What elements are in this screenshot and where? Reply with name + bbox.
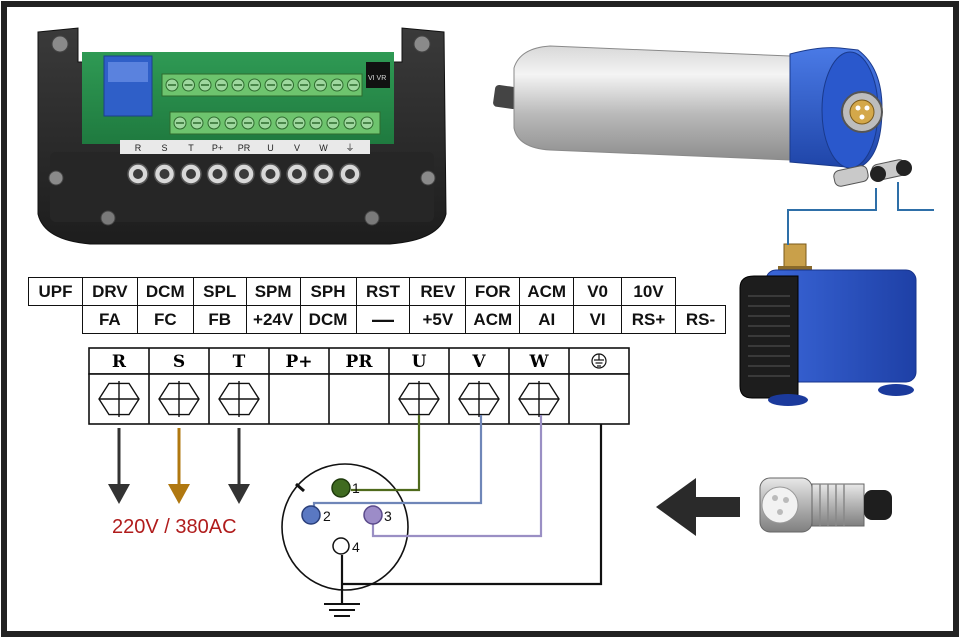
screw-icon bbox=[48, 170, 64, 186]
wire-w bbox=[371, 415, 543, 538]
hex-bolt-terminal-icon bbox=[218, 381, 260, 417]
signal-cell: 10V bbox=[621, 277, 676, 306]
signal-cell: RS- bbox=[674, 305, 727, 334]
hex-bolt-terminal-icon bbox=[458, 381, 500, 417]
pin-label-2: 2 bbox=[323, 508, 331, 524]
wire-ground bbox=[342, 424, 603, 586]
ground-icon bbox=[591, 353, 607, 369]
left-arrow-icon bbox=[656, 478, 740, 536]
motor-connector-diagram bbox=[281, 463, 409, 591]
terminal-label-pr: PR bbox=[346, 352, 374, 372]
screw-icon bbox=[51, 35, 69, 53]
down-arrow-icon bbox=[228, 428, 250, 504]
board-terminal-label: P+ bbox=[212, 143, 223, 153]
screw-icon bbox=[364, 210, 380, 226]
terminal-label-w: W bbox=[528, 352, 549, 372]
board-terminal-label: R bbox=[135, 143, 142, 153]
board-terminal-label: V bbox=[294, 143, 300, 153]
signal-cell: RST bbox=[355, 277, 411, 306]
screw-icon bbox=[413, 35, 431, 53]
terminal-label-t: T bbox=[233, 352, 246, 372]
signal-cell: FC bbox=[136, 305, 194, 334]
hex-bolt-terminal-icon bbox=[98, 381, 140, 417]
signal-cell: DCM bbox=[136, 277, 194, 306]
signal-cell: SPL bbox=[192, 277, 247, 306]
hex-bolt-terminal-icon bbox=[158, 381, 200, 417]
signal-cell: SPM bbox=[245, 277, 301, 306]
down-arrow-icon bbox=[108, 428, 130, 504]
connector-pin-3 bbox=[363, 505, 383, 525]
board-terminal-label: PR bbox=[238, 143, 251, 153]
screw-icon bbox=[100, 210, 116, 226]
pin-label-3: 3 bbox=[384, 508, 392, 524]
screw-icon bbox=[420, 170, 436, 186]
signal-cell: FOR bbox=[465, 277, 521, 306]
signal-terminal-strip-bottom bbox=[169, 111, 381, 135]
signal-cell: FA bbox=[81, 305, 138, 334]
pin-label-4: 4 bbox=[352, 539, 360, 555]
signal-cell: DCM bbox=[299, 305, 357, 334]
hex-bolt-terminal-icon bbox=[518, 381, 560, 417]
board-terminal-label: U bbox=[267, 143, 274, 153]
wire-u bbox=[351, 415, 421, 492]
connector-pin-4 bbox=[332, 537, 350, 555]
signal-cell: ACM bbox=[465, 305, 521, 334]
terminal-label-v: V bbox=[471, 352, 486, 372]
hex-bolt-terminal-icon bbox=[398, 381, 440, 417]
signal-cell: +5V bbox=[409, 305, 467, 334]
signal-row-top: UPF DRV DCM SPL SPM SPH RST REV FOR ACM … bbox=[28, 277, 726, 306]
coolant-hose-out bbox=[897, 182, 934, 211]
connector-pin-1 bbox=[331, 478, 351, 498]
board-terminal-label: T bbox=[188, 143, 194, 153]
signal-cell: ACM bbox=[519, 277, 575, 306]
signal-terminal-table: UPF DRV DCM SPL SPM SPH RST REV FOR ACM … bbox=[28, 277, 727, 334]
signal-row-bottom: FA FC FB +24V DCM — +5V ACM AI VI RS+ RS… bbox=[29, 305, 727, 334]
coolant-hose-in bbox=[787, 188, 877, 245]
pin-label-1: 1 bbox=[352, 480, 360, 496]
signal-cell: REV bbox=[409, 277, 467, 306]
connector-pin-2 bbox=[301, 505, 321, 525]
signal-cell: VI bbox=[573, 305, 623, 334]
board-terminal-label: ⏚ bbox=[345, 143, 354, 153]
signal-cell: AI bbox=[519, 305, 575, 334]
spindle-motor-photo bbox=[493, 45, 912, 187]
power-terminal-block bbox=[127, 163, 361, 185]
supply-voltage-label: 220V / 380AC bbox=[112, 516, 237, 538]
signal-cell: V0 bbox=[573, 277, 623, 306]
down-arrow-icon bbox=[168, 428, 190, 504]
board-terminal-label: W bbox=[319, 143, 328, 153]
inverter-terminal-board-photo: VI VR R S T P+ PR U V W ⏚ bbox=[37, 27, 447, 245]
signal-cell: SPH bbox=[299, 277, 357, 306]
signal-terminal-strip-top bbox=[161, 73, 363, 97]
board-terminal-label: S bbox=[161, 143, 167, 153]
signal-cell: RS+ bbox=[621, 305, 676, 334]
water-pump-photo bbox=[739, 243, 917, 406]
aviation-plug-photo bbox=[759, 477, 892, 533]
relay-text: VI VR bbox=[368, 75, 386, 82]
terminal-label-s: S bbox=[173, 352, 185, 372]
signal-cell: +24V bbox=[245, 305, 301, 334]
terminal-label-p-plus: P+ bbox=[285, 352, 312, 372]
terminal-label-r: R bbox=[112, 352, 127, 372]
terminal-label-u: U bbox=[412, 352, 427, 372]
ground-icon bbox=[324, 603, 360, 617]
